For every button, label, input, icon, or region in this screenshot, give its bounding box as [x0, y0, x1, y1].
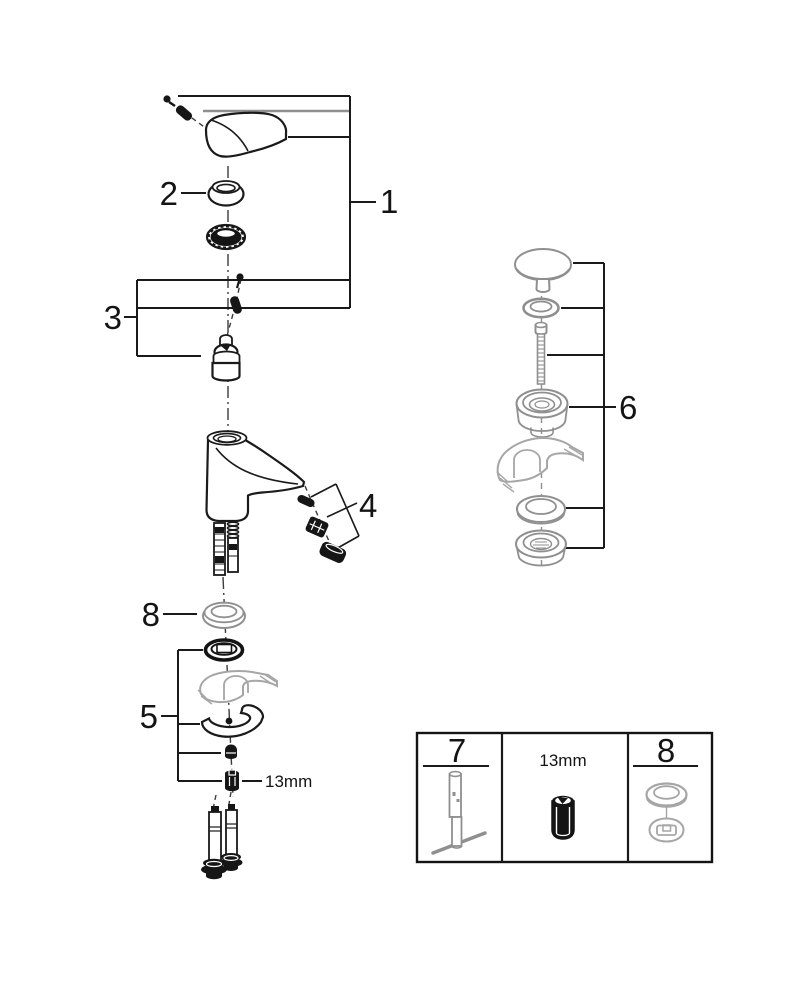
cartridge-screw	[230, 273, 244, 314]
handle-skirt-ring	[207, 180, 245, 207]
callout-2-label: 2	[160, 175, 178, 212]
legend-washer-set	[645, 782, 688, 843]
legend-7-label: 7	[448, 732, 466, 769]
callout-5-bracket	[161, 649, 222, 782]
mounting-tool	[431, 770, 487, 855]
legend-wrench-size-label: 13mm	[539, 751, 586, 770]
mounting-nut-13mm	[225, 769, 239, 792]
faucet-body	[205, 430, 306, 523]
lever-handle	[204, 111, 288, 158]
callout-5-label: 5	[140, 698, 158, 735]
mounting-shanks	[213, 521, 240, 576]
aerator-parts	[297, 494, 347, 563]
socket-nut-13mm	[551, 795, 575, 840]
sink-section-small	[197, 670, 278, 705]
callout-6-bracket	[547, 262, 616, 549]
seal-ring-plate	[203, 638, 245, 662]
legend-8-label: 8	[657, 732, 675, 769]
callout-1-label: 1	[380, 183, 398, 220]
wrench-size-label: 13mm	[265, 772, 312, 791]
handle-screw	[163, 95, 193, 121]
horseshoe-clamp	[200, 704, 265, 738]
clamp-nut	[225, 744, 237, 759]
callout-1-bracket	[178, 95, 376, 308]
callout-8-label: 8	[142, 596, 160, 633]
popup-drain-assembly	[496, 248, 584, 567]
callout-6-label: 6	[619, 389, 637, 426]
supply-hoses	[201, 804, 243, 880]
callout-3-bracket	[124, 279, 350, 357]
cartridge	[211, 334, 241, 382]
knurled-ring	[205, 223, 247, 251]
callout-4-label: 4	[359, 487, 377, 524]
legend-box	[415, 731, 714, 864]
callout-3-label: 3	[104, 299, 122, 336]
base-washer	[202, 601, 246, 629]
callout-4-bracket	[310, 483, 360, 551]
